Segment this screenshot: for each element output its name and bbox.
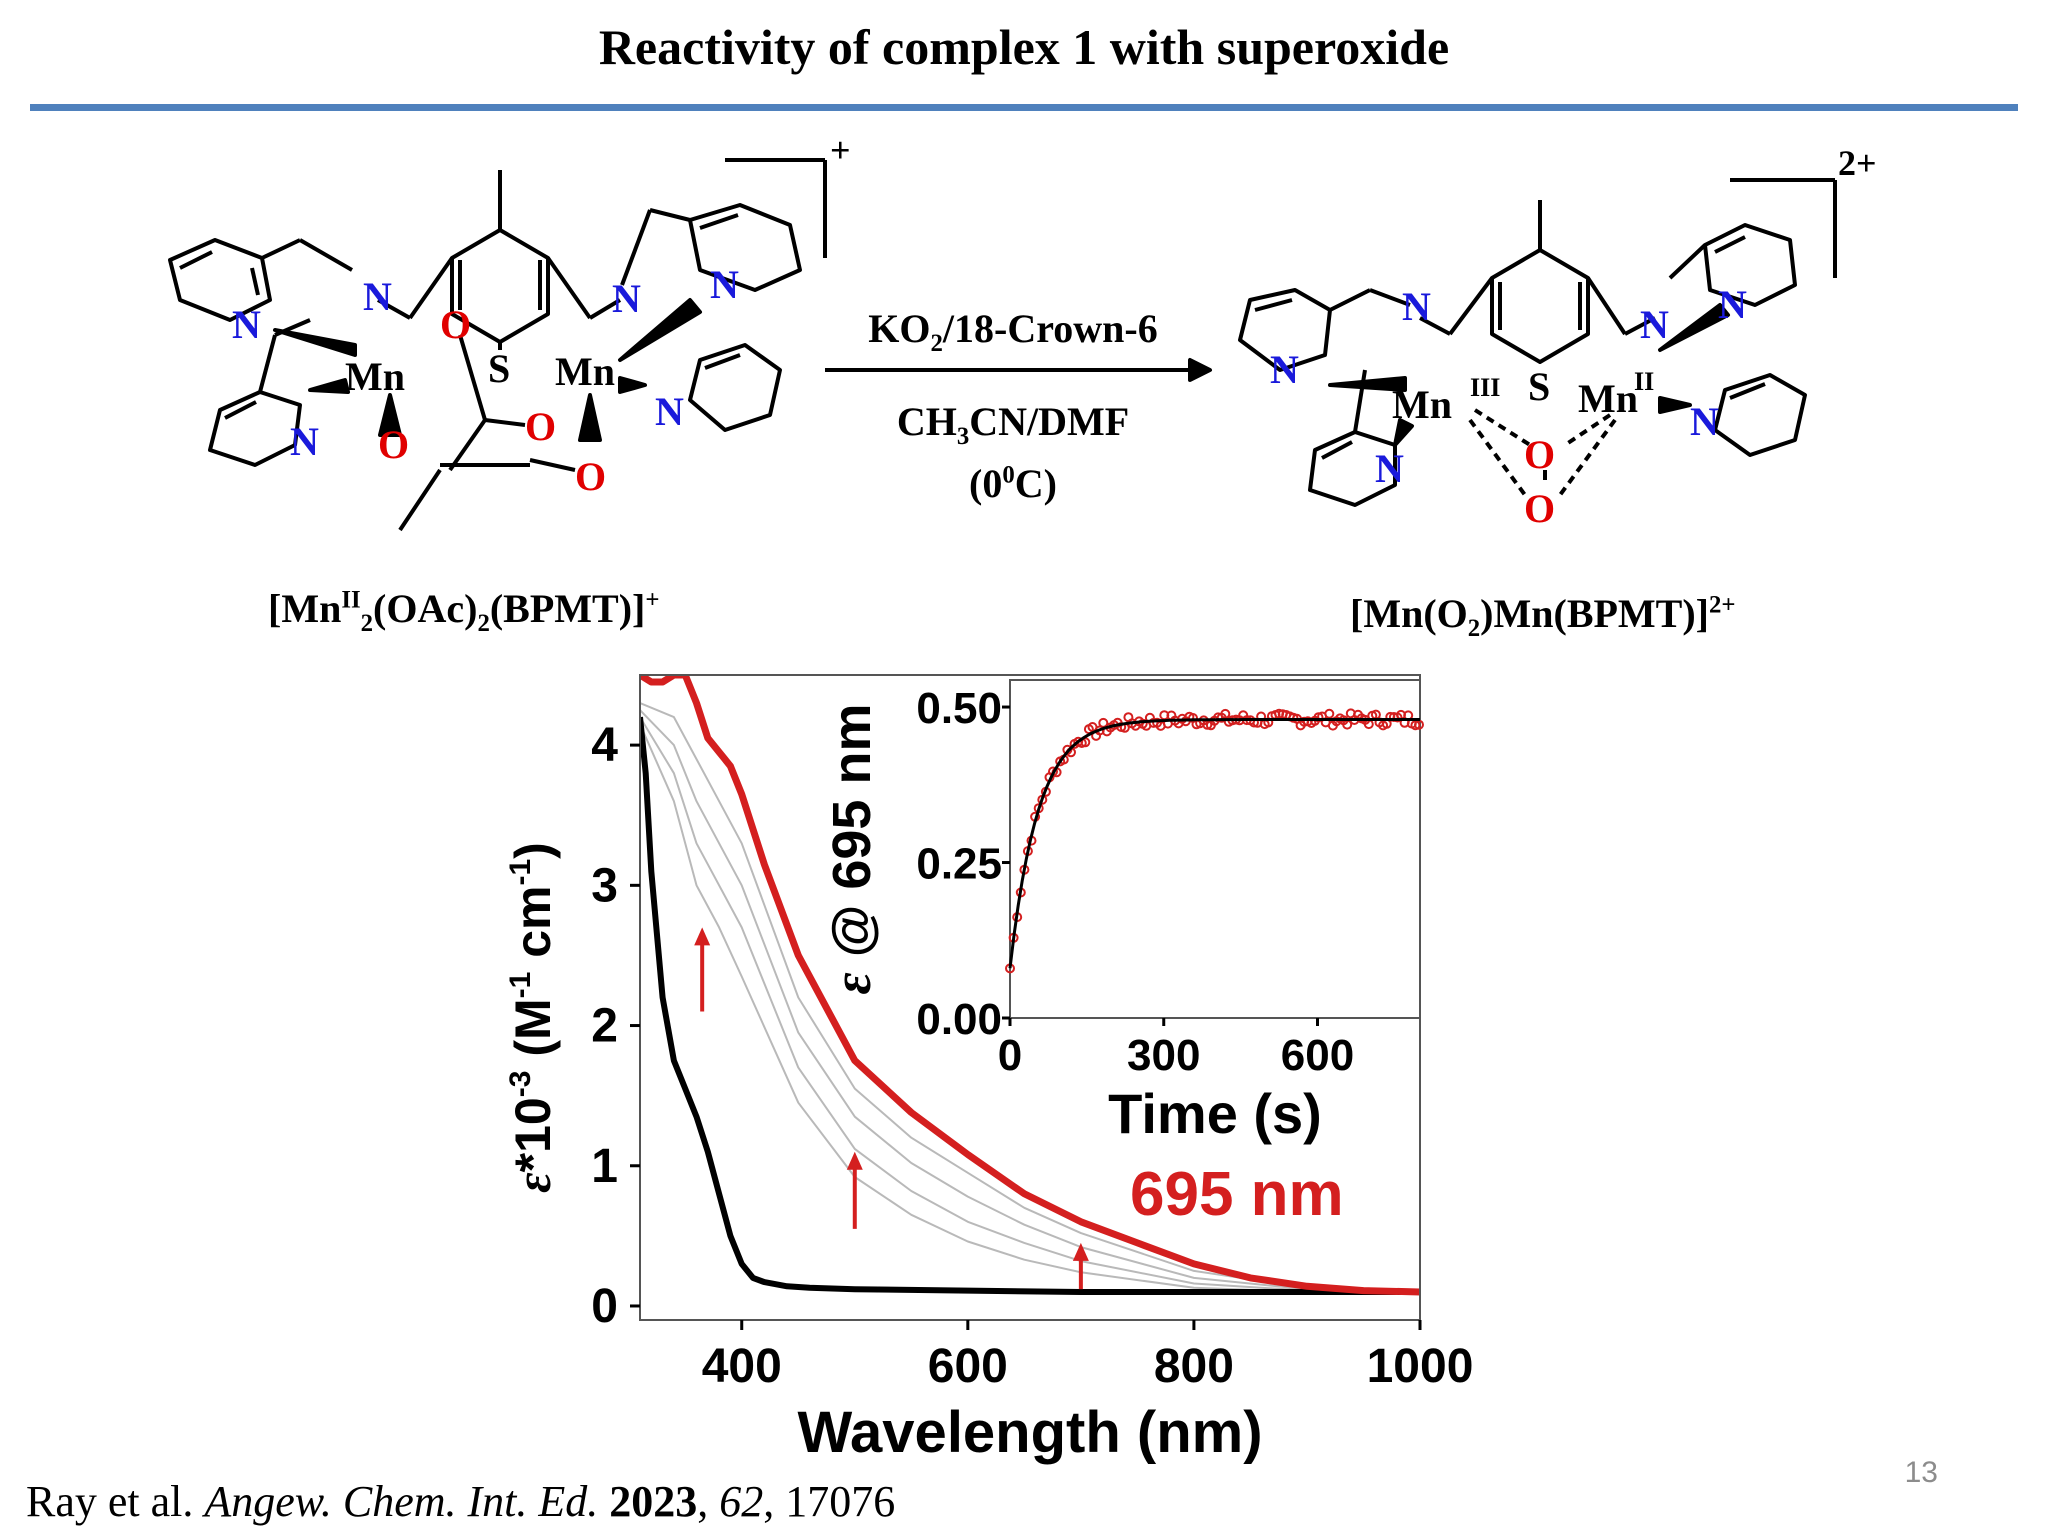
atom-n-4: N (612, 276, 641, 321)
reactant-label-sub1: 2 (360, 610, 374, 637)
y-tick-label-1: 1 (591, 1140, 618, 1193)
growth-arrow-head-2 (1072, 1242, 1089, 1261)
reaction-scheme: N N N N N N Mn Mn S O O O O N N N N N N … (168, 130, 1877, 532)
reactant-label-sub2: 2 (477, 610, 490, 637)
atom-n-11: N (1718, 282, 1747, 327)
product-label: [Mn(O2)Mn(BPMT)]2+ (1350, 590, 1736, 643)
series-black-0 (640, 716, 1420, 1295)
atom-mn-1: Mn (345, 354, 405, 399)
series-grey-3 (640, 709, 1420, 1293)
citation-journal: Angew. Chem. Int. Ed. (204, 1477, 599, 1526)
cond1-pre: KO (868, 306, 931, 351)
atom-s-1: S (488, 346, 510, 391)
atom-mn-3: Mn (1392, 382, 1452, 427)
cond2-post: CN/DMF (969, 399, 1130, 444)
reactant-label: [MnII2(OAc)2(BPMT)]+ (268, 585, 660, 638)
oxidation-state-ii: II (1634, 367, 1654, 396)
product-label-post: )Mn(BPMT)] (1480, 591, 1709, 636)
y-tick-label-2: 2 (591, 1000, 618, 1053)
cond1-sub: 2 (930, 330, 943, 357)
product-label-charge: 2+ (1709, 591, 1736, 619)
y-tick-label-3: 3 (591, 859, 618, 912)
atom-n-7: N (1402, 284, 1431, 329)
y-tick-label-4: 4 (591, 719, 618, 772)
inset-point (1410, 720, 1421, 731)
product-charge: 2+ (1838, 143, 1877, 183)
reactant-label-sup: II (341, 586, 361, 614)
reactant-charge: + (830, 130, 851, 170)
inset-y-tick-label-1: 0.25 (916, 840, 1002, 889)
inset-point (1324, 708, 1335, 719)
cond2-sub: 3 (956, 423, 970, 450)
cond1-post: /18-Crown-6 (942, 306, 1158, 351)
x-axis-label: Wavelength (nm) (797, 1400, 1262, 1465)
atom-o-1: O (440, 302, 471, 347)
slide-title: Reactivity of complex 1 with superoxide (598, 19, 1450, 75)
inset-x-tick-label-2: 600 (1281, 1031, 1354, 1080)
inset-x-tick-label-0: 0 (998, 1031, 1022, 1080)
growth-arrow-head-1 (846, 1151, 863, 1170)
growth-arrow-head-0 (694, 927, 711, 946)
series-grey-5 (640, 723, 1420, 1293)
series-grey-4 (640, 716, 1420, 1293)
oxidation-state-iii: III (1470, 373, 1500, 402)
atom-n-6: N (655, 389, 684, 434)
product-label-pre: [Mn(O (1350, 591, 1468, 636)
atom-n-9: N (1375, 446, 1404, 491)
atom-s-2: S (1528, 364, 1550, 409)
series-grey-2 (640, 702, 1420, 1293)
y-tick-label-0: 0 (591, 1280, 618, 1333)
cond3-pre: (0 (969, 461, 1003, 506)
condition-solvent: CH3CN/DMF (838, 398, 1188, 451)
atom-o-2: O (378, 422, 409, 467)
atom-n-8: N (1270, 347, 1299, 392)
inset-point (1220, 708, 1231, 719)
x-tick-label-1: 600 (928, 1340, 1008, 1393)
series-red-1 (640, 675, 1420, 1296)
inset-x-tick-label-1: 300 (1127, 1031, 1200, 1080)
inset-frame (1009, 679, 1421, 1019)
atom-n-1: N (363, 274, 392, 319)
atom-mn-4: Mn (1578, 376, 1638, 421)
condition-reagent: KO2/18-Crown-6 (838, 305, 1188, 358)
cond3-sup: 0 (1002, 461, 1015, 489)
inset-y-tick-label-2: 0.50 (916, 684, 1002, 733)
reactant-label-post: (BPMT)] (489, 586, 646, 631)
citation-authors: Ray et al. (26, 1477, 194, 1526)
atom-mn-2: Mn (555, 349, 615, 394)
title-divider (30, 104, 2018, 111)
atom-n-2: N (232, 302, 261, 347)
citation: Ray et al. Angew. Chem. Int. Ed. 2023, 6… (26, 1477, 896, 1526)
inset-point (1098, 717, 1109, 728)
product-label-sub: 2 (1467, 615, 1481, 642)
atom-o-5: O (1524, 432, 1555, 477)
x-tick-label-0: 400 (702, 1340, 782, 1393)
atom-n-5: N (710, 262, 739, 307)
y-axis-label: ε*10-3 (M-1 cm-1) (504, 842, 561, 1193)
inset-y-tick-label-0: 0.00 (916, 995, 1002, 1044)
inset-y-axis-label: ε @ 695 nm (822, 704, 882, 995)
atom-o-3: O (525, 404, 556, 449)
x-tick-label-2: 800 (1154, 1340, 1234, 1393)
atom-n-3: N (290, 419, 319, 464)
citation-year: 2023 (609, 1477, 698, 1526)
citation-page: 17076 (785, 1477, 896, 1526)
inset-fit-line (1008, 718, 1420, 969)
cond2-pre: CH (896, 399, 957, 444)
cond3-post: C) (1014, 461, 1057, 506)
reactant-label-pre: [Mn (268, 586, 342, 631)
reactant-label-mid: (OAc) (373, 586, 478, 631)
annotation-695nm: 695 nm (1130, 1160, 1344, 1229)
atom-n-12: N (1690, 399, 1719, 444)
atom-n-10: N (1640, 302, 1669, 347)
condition-temperature: (00C) (838, 460, 1188, 507)
page-number: 13 (1904, 1456, 1938, 1489)
inset-x-axis-label: Time (s) (1108, 1082, 1322, 1145)
atom-o-6: O (1524, 486, 1555, 531)
x-tick-label-3: 1000 (1367, 1340, 1474, 1393)
citation-volume: 62 (719, 1477, 764, 1526)
atom-o-4: O (575, 454, 606, 499)
reactant-label-charge: + (645, 586, 660, 614)
